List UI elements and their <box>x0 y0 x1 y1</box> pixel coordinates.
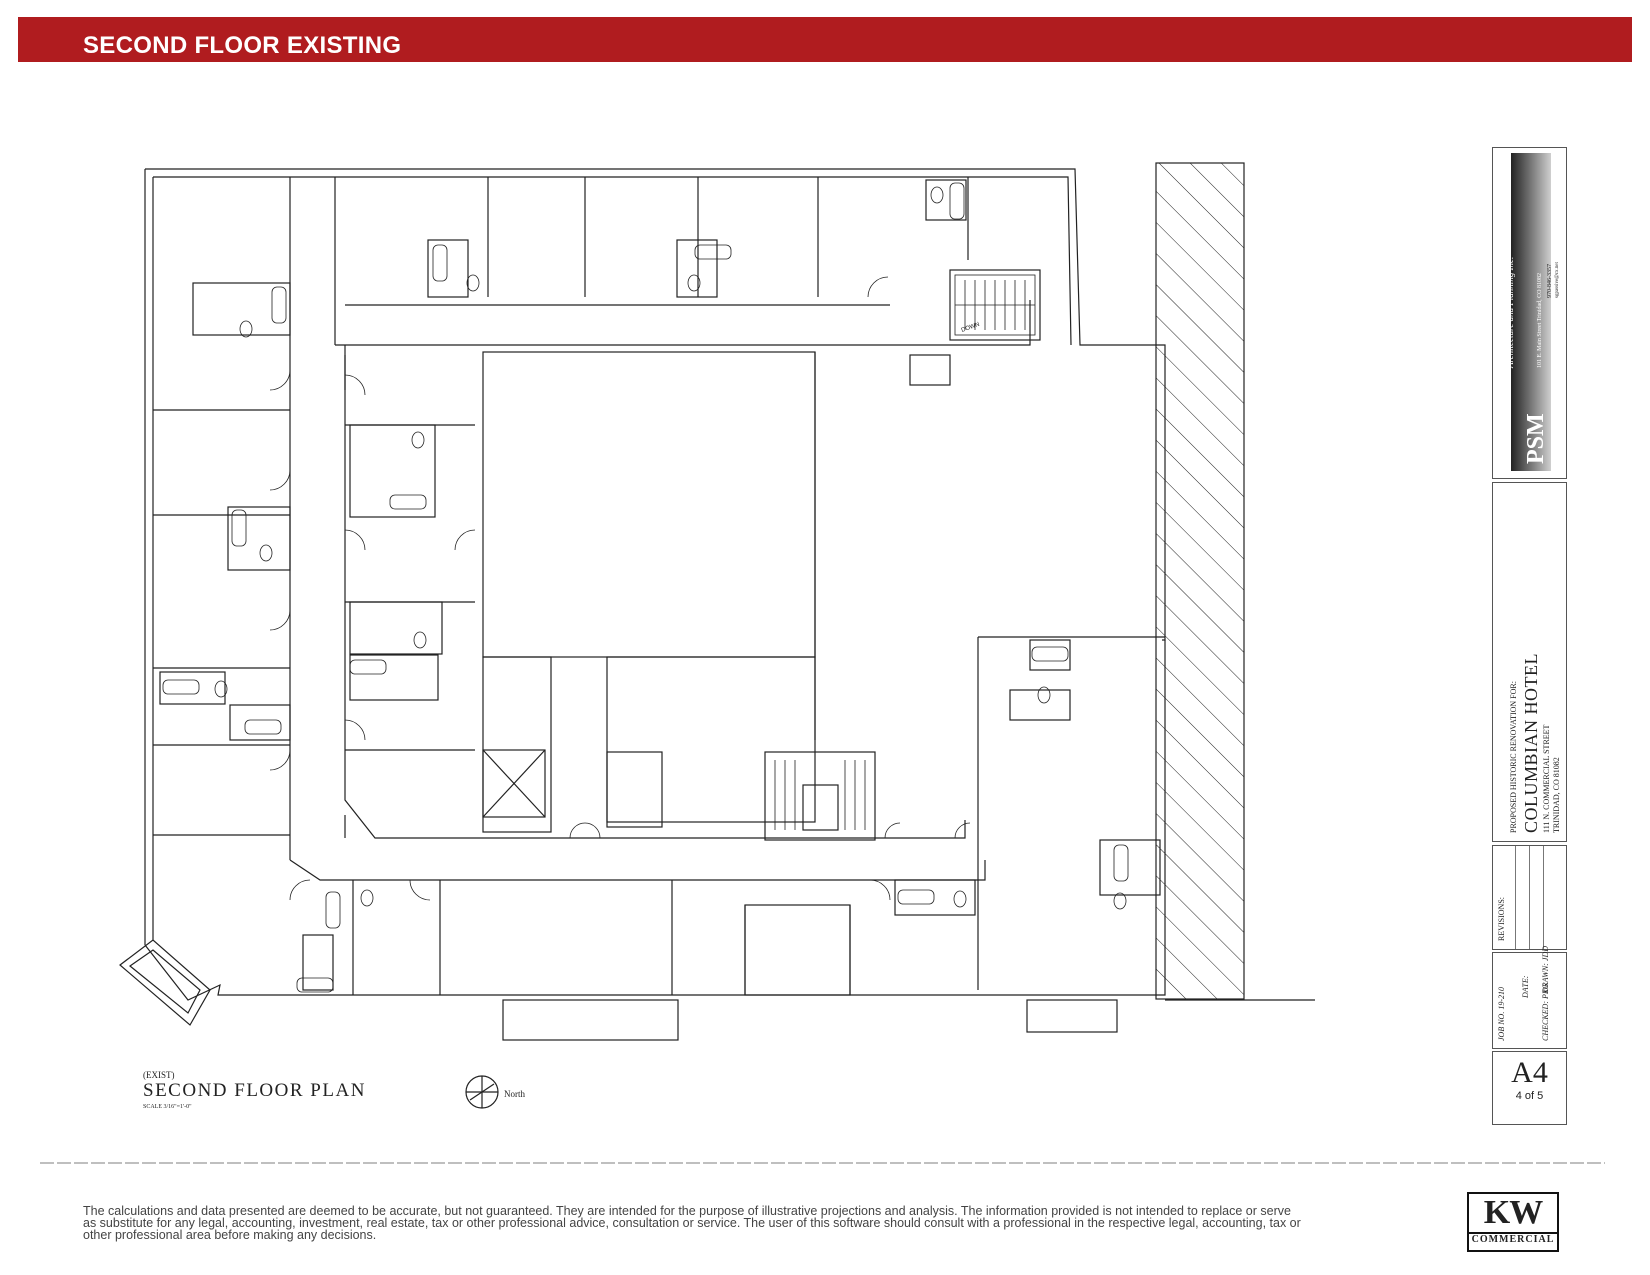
architect-logo-band <box>1511 153 1551 471</box>
inner-rooms <box>345 424 475 751</box>
plan-title-block: (EXIST) SECOND FLOOR PLAN SCALE 3/16"=1'… <box>143 1070 366 1110</box>
revisions-block: REVISIONS: <box>1492 845 1567 950</box>
north-arrow-icon <box>465 1075 499 1109</box>
project-city: TRINIDAD, CO 81082 <box>1552 757 1561 833</box>
project-name: COLUMBIAN HOTEL <box>1521 653 1541 833</box>
architect-email: sgpassive@cx.net <box>1555 262 1560 298</box>
south-rooms <box>302 639 1161 996</box>
north-label: North <box>504 1089 525 1099</box>
bay-window <box>119 939 211 1026</box>
west-rooms <box>153 282 291 836</box>
stair-down-label: DOWN <box>961 322 981 334</box>
sheet-number-block: A4 4 of 5 <box>1492 1051 1567 1125</box>
architect-phone: 970-846-3357 <box>1547 264 1553 298</box>
sheet-number: A4 <box>1511 1056 1548 1089</box>
plan-exist-label: (EXIST) <box>143 1070 175 1080</box>
plan-title: SECOND FLOOR PLAN <box>143 1080 366 1101</box>
hatched-adjacent-lot <box>1155 162 1245 1000</box>
date-label: DATE: <box>1521 975 1530 998</box>
architect-logo: PSM <box>1523 413 1549 464</box>
architect-address: 101 E. Main Street Trinidad, CO 81082 <box>1537 272 1543 368</box>
job-info-block: JOB NO. 19-210 DATE: CHECKED: PRG DRAWN:… <box>1492 946 1567 1049</box>
project-block: PROPOSED HISTORIC RENOVATION FOR: COLUMB… <box>1492 482 1567 842</box>
north-rooms <box>427 177 1041 386</box>
disclaimer-text: The calculations and data presented are … <box>83 1204 1301 1242</box>
plan-scale: SCALE 3/16"=1'-0" <box>143 1104 192 1110</box>
door-swings <box>269 276 971 901</box>
project-prefix: PROPOSED HISTORIC RENOVATION FOR: <box>1509 681 1518 833</box>
drawn-label: DRAWN: JDD <box>1541 945 1550 993</box>
kw-logo-sub: COMMERCIAL <box>1469 1232 1557 1245</box>
page-title: SECOND FLOOR EXISTING <box>83 32 402 59</box>
courtyard <box>482 351 876 841</box>
job-number: JOB NO. 19-210 <box>1497 987 1506 1041</box>
south-balcony-west <box>502 999 679 1041</box>
architect-block: PSM Architecture and Planning Inc. 101 E… <box>1492 147 1567 479</box>
south-balcony-east <box>1026 999 1118 1033</box>
stair-north <box>954 274 1036 336</box>
plumbing-fixtures <box>162 182 1129 993</box>
corridor-walls <box>289 177 1031 881</box>
stair-central <box>774 760 866 830</box>
exterior-walls <box>144 168 1166 1001</box>
revisions-label: REVISIONS: <box>1497 896 1506 941</box>
kw-logo-mark: KW <box>1483 1194 1543 1231</box>
kw-commercial-logo: KW COMMERCIAL <box>1467 1192 1559 1252</box>
sheet-count: 4 of 5 <box>1515 1090 1544 1102</box>
project-street: 111 N. COMMERCIAL STREET <box>1542 724 1551 833</box>
architect-firm-name: Architecture and Planning Inc. <box>1505 256 1515 368</box>
header-bar: SECOND FLOOR EXISTING <box>18 17 1632 62</box>
